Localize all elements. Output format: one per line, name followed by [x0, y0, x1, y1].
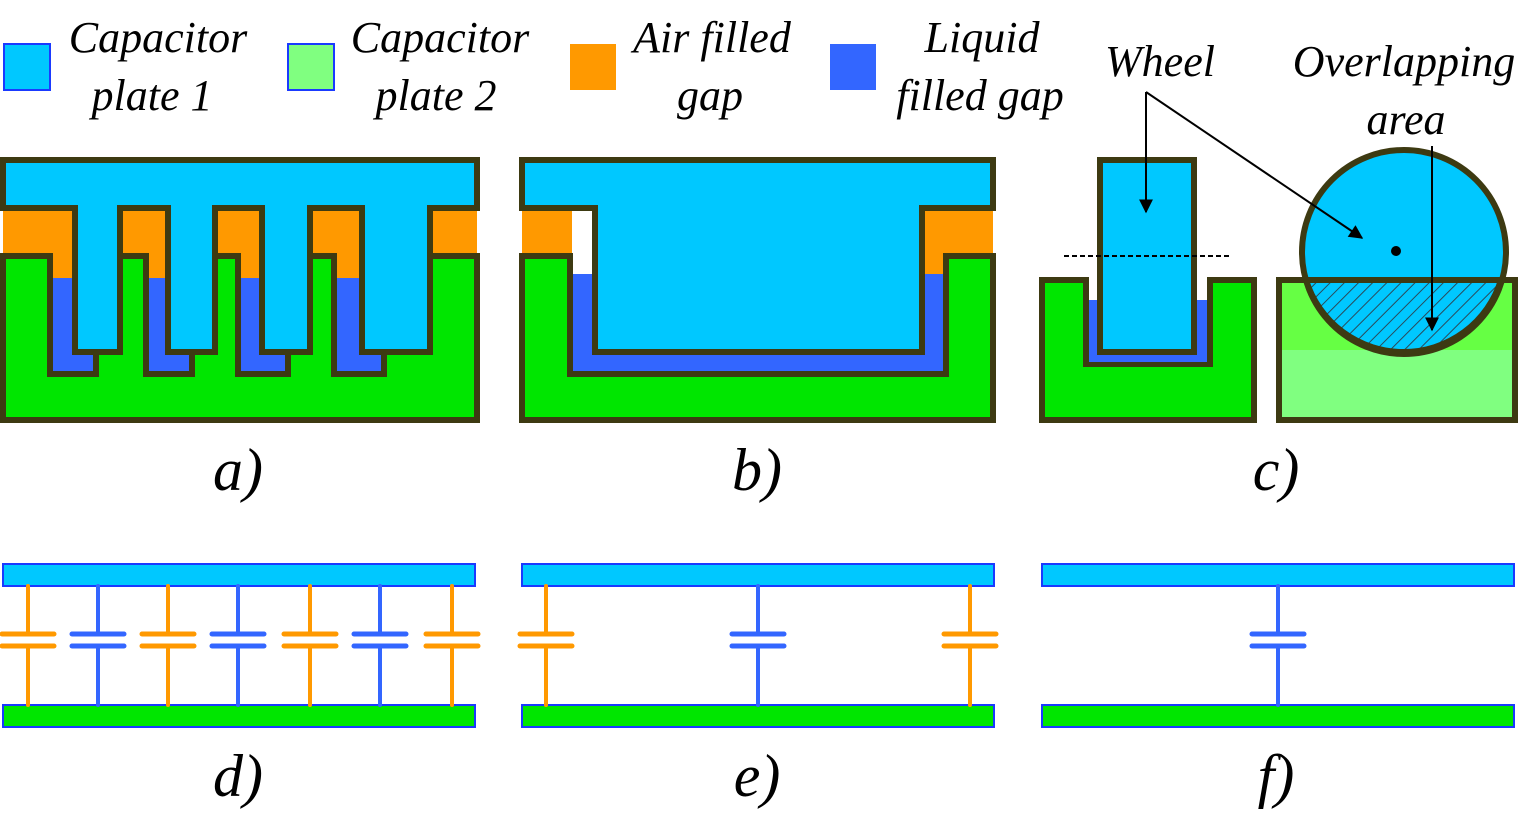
- plate-2-bar: [1041, 704, 1515, 728]
- plate-2-bar: [2, 704, 476, 728]
- wheel-disc-outline-lower: [1303, 279, 1504, 355]
- panel-label-b: b): [732, 437, 782, 503]
- legend-label-air-line1: Air filled: [630, 13, 792, 62]
- legend-label-plate1-line1: Capacitor: [69, 13, 248, 62]
- panel-f-equivalent-circuit: [1041, 563, 1515, 728]
- legend-item-air: Air filled gap: [570, 13, 792, 120]
- capacitor-plate-2: [519, 253, 996, 423]
- panel-label-e: e): [734, 743, 781, 809]
- legend: Capacitor plate 1 Capacitor plate 2 Air …: [3, 13, 1064, 120]
- panel-label-c: c): [1253, 437, 1300, 503]
- liquid-capacitor-symbol: [729, 584, 787, 707]
- liquid-capacitor-symbol: [209, 584, 267, 707]
- air-capacitor-symbol: [517, 584, 575, 707]
- capacitor-group: [1249, 584, 1307, 707]
- legend-swatch-liquid: [830, 44, 876, 90]
- overlapping-area-label-line2: area: [1366, 95, 1445, 144]
- plate-1-bar: [2, 563, 476, 587]
- legend-swatch-plate1: [3, 43, 51, 91]
- panel-e-equivalent-circuit: [517, 563, 999, 728]
- plate-1-bar: [521, 563, 995, 587]
- legend-swatch-air: [570, 44, 616, 90]
- overlapping-area: [1306, 280, 1501, 353]
- wheel-label: Wheel: [1105, 37, 1215, 86]
- capacitor-plate-1: [0, 157, 480, 355]
- liquid-capacitor-symbol: [1249, 584, 1307, 707]
- panel-d-equivalent-circuit: [0, 563, 481, 728]
- legend-swatch-plate2: [287, 43, 335, 91]
- capacitor-plate-2: [1039, 277, 1257, 423]
- legend-label-liquid-line1: Liquid: [924, 13, 1041, 62]
- panel-label-a: a): [213, 437, 263, 503]
- capacitor-group: [0, 584, 481, 707]
- panel-b-block-structure: [519, 157, 996, 423]
- legend-label-plate2-line2: plate 2: [373, 71, 497, 120]
- air-capacitor-symbol: [941, 584, 999, 707]
- air-capacitor-symbol: [423, 584, 481, 707]
- legend-item-plate2: Capacitor plate 2: [287, 13, 530, 120]
- wheel-arrow-2: [1145, 91, 1364, 239]
- legend-label-air-line2: gap: [677, 71, 743, 120]
- capacitor-plate-1: [519, 157, 996, 355]
- overlapping-area-label-line1: Overlapping: [1293, 37, 1515, 86]
- panel-label-f: f): [1258, 743, 1295, 809]
- legend-item-liquid: Liquid filled gap: [830, 13, 1064, 120]
- liquid-capacitor-symbol: [351, 584, 409, 707]
- legend-item-plate1: Capacitor plate 1: [3, 13, 248, 120]
- legend-label-liquid-line2: filled gap: [896, 71, 1063, 120]
- capacitor-group: [517, 584, 999, 707]
- plate-2-bar: [521, 704, 995, 728]
- air-capacitor-symbol: [0, 584, 57, 707]
- panel-a-comb-structure: [0, 157, 480, 423]
- legend-label-plate1-line2: plate 1: [89, 71, 213, 120]
- air-capacitor-symbol: [281, 584, 339, 707]
- plate-1-bar: [1041, 563, 1515, 587]
- legend-label-plate2-line1: Capacitor: [351, 13, 530, 62]
- panel-label-d: d): [213, 743, 263, 809]
- panel-c-wheel-structure: Wheel Overlapping area: [1039, 37, 1518, 423]
- wheel-center-dot: [1391, 246, 1401, 256]
- air-capacitor-symbol: [139, 584, 197, 707]
- liquid-capacitor-symbol: [69, 584, 127, 707]
